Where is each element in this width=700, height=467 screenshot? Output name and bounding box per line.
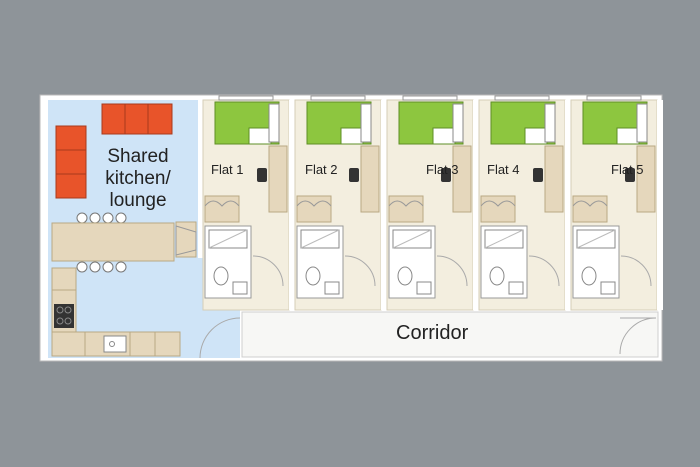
corridor-end-door	[619, 317, 657, 355]
flat-4-wardrobe	[480, 195, 516, 223]
flat-3-door-swing	[436, 255, 468, 287]
flat-3-chair	[441, 168, 451, 182]
kitchen-label: Shared kitchen/ lounge	[96, 146, 180, 212]
flat-2-window	[310, 95, 366, 101]
flat-4-basin	[508, 281, 524, 295]
flat-4	[478, 95, 571, 311]
flat-1	[202, 95, 295, 311]
flat-1-basin	[232, 281, 248, 295]
flat-1-door-swing	[252, 255, 284, 287]
flats	[202, 95, 663, 311]
flat-4-desk	[544, 145, 564, 213]
flat-4-label: Flat 4	[487, 162, 520, 177]
flat-3-label: Flat 3	[426, 162, 459, 177]
flat-4-chair	[533, 168, 543, 182]
island-counter	[51, 222, 175, 262]
flat-3-basin	[416, 281, 432, 295]
flat-3-wardrobe	[388, 195, 424, 223]
flat-2-basin	[324, 281, 340, 295]
bar-stools	[76, 212, 127, 273]
corridor-label: Corridor	[396, 322, 469, 344]
sofa-left	[55, 125, 87, 199]
corridor	[241, 311, 659, 358]
flat-3-window	[402, 95, 458, 101]
flat-4-pillow	[544, 103, 556, 143]
flat-2-toilet	[305, 266, 321, 286]
flat-2-desk	[360, 145, 380, 213]
flat-3-toilet	[397, 266, 413, 286]
flat-5-pillow	[636, 103, 648, 143]
flat-4-toilet	[489, 266, 505, 286]
flat-2-chair	[349, 168, 359, 182]
flat-2-pillow	[360, 103, 372, 143]
flat-5-toilet	[581, 266, 597, 286]
flat-3-desk	[452, 145, 472, 213]
flat-3	[386, 95, 479, 311]
flat-5-basin	[600, 281, 616, 295]
kitchen-label-line-3: lounge	[109, 190, 167, 211]
flat-3-pillow	[452, 103, 464, 143]
shared-kitchen-lounge-room	[48, 100, 241, 359]
flat-2-label: Flat 2	[305, 162, 338, 177]
cooktop	[54, 304, 74, 328]
flat-1-pillow	[268, 103, 280, 143]
flat-5-door-swing	[620, 255, 652, 287]
flat-1-chair	[257, 168, 267, 182]
flat-1-label: Flat 1	[211, 162, 244, 177]
flat-5-wardrobe	[572, 195, 608, 223]
flat-4-door-swing	[528, 255, 560, 287]
sofa-top	[101, 103, 173, 135]
flat-1-wardrobe	[204, 195, 240, 223]
flat-1-desk	[268, 145, 288, 213]
flat-1-toilet	[213, 266, 229, 286]
kitchen-label-line-2: kitchen/	[105, 168, 171, 189]
flat-2-door-swing	[344, 255, 376, 287]
flat-4-window	[494, 95, 550, 101]
flat-2-wardrobe	[296, 195, 332, 223]
flat-5-label: Flat 5	[611, 162, 644, 177]
flat-2	[294, 95, 387, 311]
flat-1-window	[218, 95, 274, 101]
flat-5-chair	[625, 168, 635, 182]
kitchen-label-line-1: Shared	[107, 146, 169, 167]
flat-5	[570, 95, 663, 311]
flat-5-desk	[636, 145, 656, 213]
flat-5-window	[586, 95, 642, 101]
